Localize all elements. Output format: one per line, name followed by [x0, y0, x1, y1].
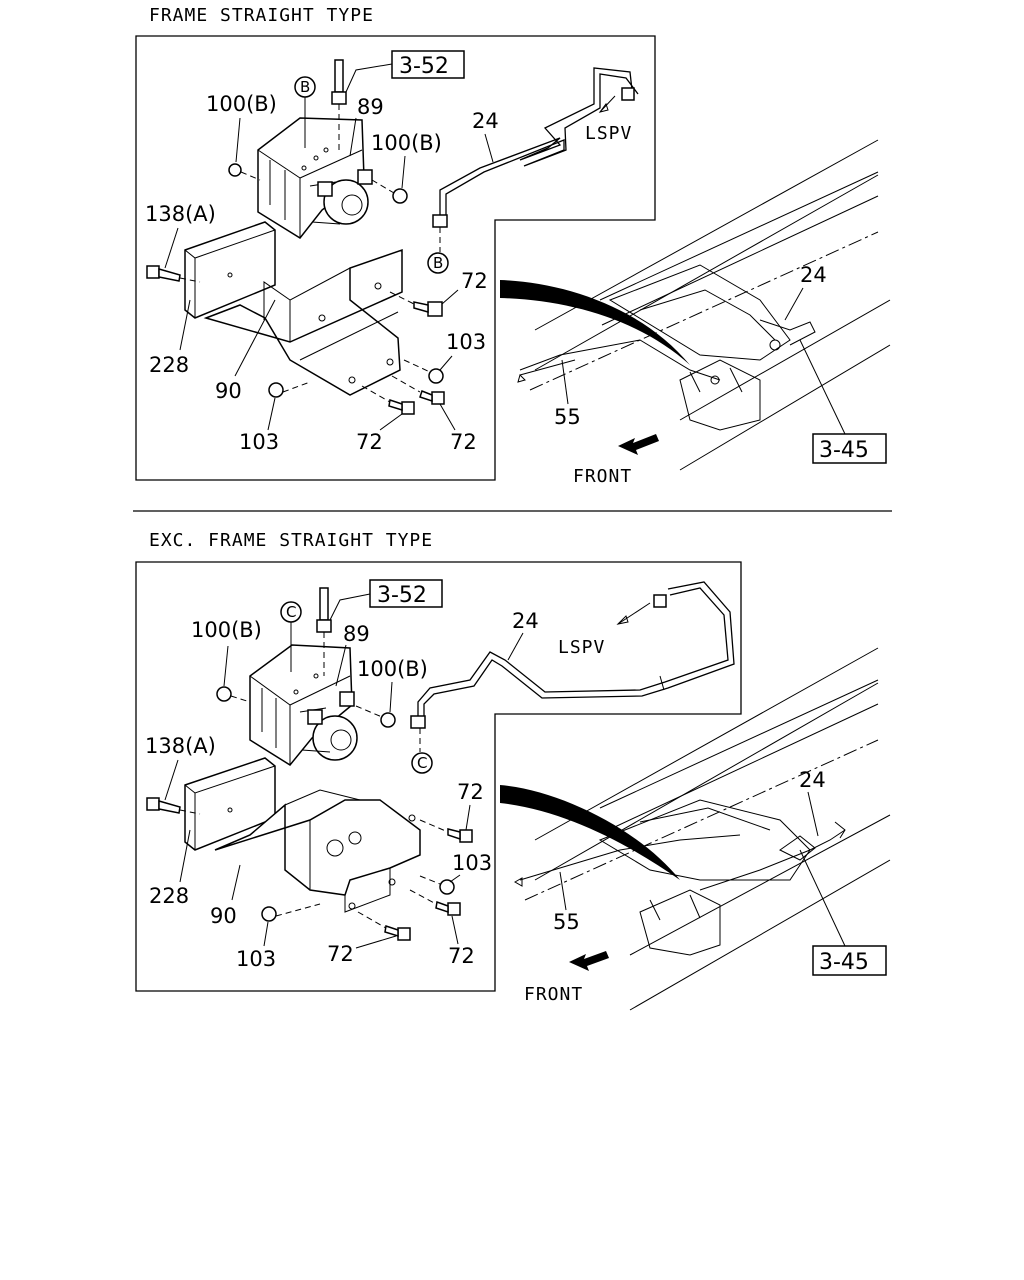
upper-callout-90: 90 — [215, 379, 242, 403]
lower-callout-90: 90 — [210, 904, 237, 928]
upper-section: FRAME STRAIGHT TYPE B — [135, 5, 891, 487]
lower-callout-103-left: 103 — [236, 947, 276, 971]
upper-circle-b-bottom-label: B — [433, 254, 443, 272]
upper-ref-3-45[interactable]: 3-45 — [819, 438, 869, 463]
upper-front-label: FRONT — [573, 466, 632, 487]
lower-lspv-label: LSPV — [558, 637, 605, 658]
lower-callout-228: 228 — [149, 884, 189, 908]
lower-callout-138a: 138(A) — [145, 734, 216, 758]
lower-abs-unit — [249, 644, 358, 766]
upper-front-arrow — [618, 434, 659, 455]
upper-zoom-arrow — [500, 280, 690, 365]
upper-callout-24-inset: 24 — [472, 109, 499, 133]
upper-bracket-228 — [184, 221, 276, 319]
lower-zoom-arrow — [500, 785, 680, 880]
lower-callout-72-middle: 72 — [327, 942, 354, 966]
upper-callout-138a: 138(A) — [145, 202, 216, 226]
upper-callout-103-right: 103 — [446, 330, 486, 354]
lower-callout-55: 55 — [553, 910, 580, 934]
upper-ref-3-52[interactable]: 3-52 — [399, 54, 449, 79]
lower-frame-rails — [513, 647, 891, 1011]
lower-ref-box-3-45[interactable] — [812, 945, 887, 976]
upper-callout-228: 228 — [149, 353, 189, 377]
lower-section: EXC. FRAME STRAIGHT TYPE C — [135, 530, 891, 1011]
lower-circle-c-bottom — [411, 752, 433, 774]
upper-callout-89: 89 — [357, 95, 384, 119]
lower-front-arrow — [569, 951, 609, 971]
lower-callout-24-frame: 24 — [799, 768, 826, 792]
lower-ref-3-45[interactable]: 3-45 — [819, 950, 869, 975]
upper-circle-b-bottom — [427, 252, 449, 274]
upper-brake-pipe-24 — [432, 67, 639, 252]
lower-callout-72-right: 72 — [448, 944, 475, 968]
lower-callout-72-top: 72 — [457, 780, 484, 804]
lower-callout-89: 89 — [343, 622, 370, 646]
lower-bracket-228 — [184, 757, 276, 851]
upper-abs-unit — [257, 117, 373, 239]
lower-ref-box-3-52[interactable] — [369, 579, 443, 608]
lower-ref-3-52[interactable]: 3-52 — [377, 583, 427, 608]
upper-callout-100b-left: 100(B) — [206, 92, 277, 116]
lower-circle-c-top-label: C — [286, 603, 296, 621]
lower-front-label: FRONT — [524, 984, 583, 1005]
lower-brake-pipe-24 — [410, 581, 735, 752]
upper-frame-rails — [517, 139, 891, 471]
upper-callout-100b-right: 100(B) — [371, 131, 442, 155]
upper-circle-b-top-label: B — [300, 78, 310, 96]
upper-lspv-label: LSPV — [585, 123, 632, 144]
lower-callout-103-right: 103 — [452, 851, 492, 875]
lower-callout-100b-right: 100(B) — [357, 657, 428, 681]
upper-callout-24-frame: 24 — [800, 263, 827, 287]
upper-callout-72-middle: 72 — [356, 430, 383, 454]
upper-ref-box-3-45[interactable] — [812, 433, 887, 464]
upper-callout-72-right: 72 — [450, 430, 477, 454]
lower-callout-100b-left: 100(B) — [191, 618, 262, 642]
upper-fasteners — [146, 163, 445, 415]
upper-inset-frame — [135, 35, 656, 481]
lower-pipe-stub — [316, 587, 332, 676]
lower-bracket-90 — [214, 789, 421, 913]
upper-callout-55: 55 — [554, 405, 581, 429]
lower-callout-24-inset: 24 — [512, 609, 539, 633]
lower-title: EXC. FRAME STRAIGHT TYPE — [149, 530, 433, 551]
lower-inset-frame — [135, 561, 742, 992]
upper-title: FRAME STRAIGHT TYPE — [149, 5, 374, 26]
lower-fasteners — [146, 686, 473, 941]
upper-pipe-stub — [331, 59, 347, 150]
upper-callout-103-left: 103 — [239, 430, 279, 454]
lower-circle-c-bottom-label: C — [417, 754, 427, 772]
upper-callout-72-top: 72 — [461, 269, 488, 293]
